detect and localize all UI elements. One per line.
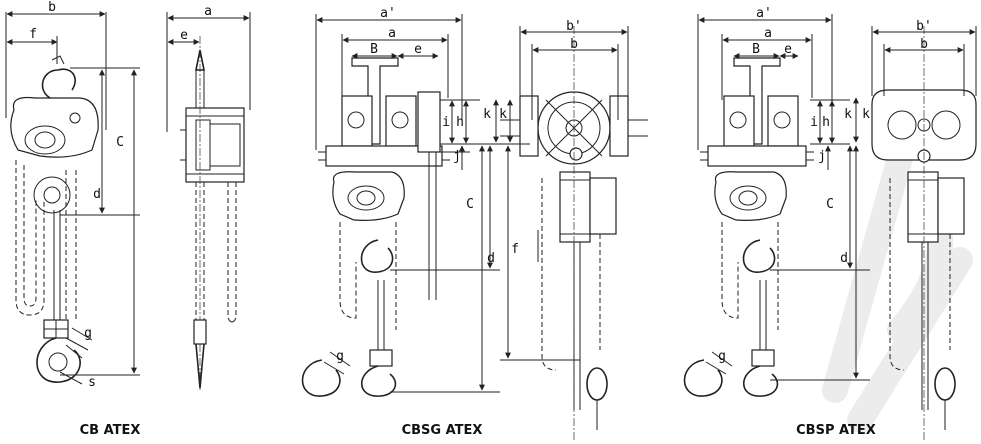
dim-label-d: d	[487, 251, 495, 266]
dim-label-h: h	[456, 115, 464, 130]
dim-label-b: b	[920, 37, 928, 52]
dim-label-s: s	[88, 375, 96, 390]
dim-label-g: g	[718, 349, 726, 364]
cb-atex-labels: b f a e C d g s CB ATEX	[29, 0, 212, 438]
dim-label-g: g	[84, 326, 92, 341]
dim-label-g: g	[336, 349, 344, 364]
dim-label-h: h	[822, 115, 830, 130]
dim-label-j: j	[818, 149, 826, 164]
dim-label-a-prime: a'	[380, 6, 396, 21]
dim-label-j: j	[453, 149, 461, 164]
dim-label-b-prime: b'	[566, 19, 582, 34]
dim-label-b: b	[48, 0, 56, 15]
cb-atex-side-dimensions	[166, 12, 251, 132]
dim-label-a: a	[764, 26, 772, 41]
dim-label-i: i	[442, 115, 450, 130]
cbsp-atex-side-dimensions	[853, 26, 977, 143]
dim-label-a: a	[388, 26, 396, 41]
dim-label-f: f	[29, 27, 37, 42]
caption-cb-atex: CB ATEX	[80, 423, 141, 438]
dim-label-k-right: k	[499, 107, 507, 122]
cbsg-atex-side-view	[500, 26, 648, 440]
dim-label-a-prime: a'	[756, 6, 772, 21]
dim-label-b: b	[570, 37, 578, 52]
caption-cbsp-atex: CBSP ATEX	[796, 423, 876, 438]
dim-label-a: a	[204, 4, 212, 19]
dim-label-b-prime: b'	[916, 19, 932, 34]
cbsp-atex-side-view	[871, 26, 977, 440]
cb-atex-front-dimensions	[5, 11, 140, 385]
dim-label-d: d	[93, 187, 101, 202]
dim-label-e: e	[414, 42, 422, 57]
dim-label-c: C	[116, 135, 124, 150]
cbsg-atex-side-dimensions	[500, 26, 629, 361]
cbsp-atex-front-view	[683, 57, 814, 397]
dim-label-f: f	[511, 242, 519, 257]
cbsg-atex-front-view	[301, 57, 450, 397]
dim-label-c: C	[826, 197, 834, 212]
dim-label-b-upper: B	[752, 42, 760, 57]
dim-label-d: d	[840, 251, 848, 266]
cb-atex-front-view	[10, 55, 99, 383]
dim-label-e: e	[180, 28, 188, 43]
cbsg-atex-front-dimensions	[315, 14, 500, 393]
dim-label-i: i	[810, 115, 818, 130]
dim-label-e: e	[784, 42, 792, 57]
cbsp-atex-front-dimensions	[697, 14, 870, 381]
dim-label-k-side: k	[862, 107, 870, 122]
caption-cbsg-atex: CBSG ATEX	[402, 423, 483, 438]
dim-label-k-front: k	[844, 107, 852, 122]
dim-label-c: C	[466, 197, 474, 212]
cbsg-atex-labels: a' a B e i h k k j C d g b' b f CBSG ATE…	[336, 6, 582, 438]
dim-label-b-upper: B	[370, 42, 378, 57]
dim-label-k-left: k	[483, 107, 491, 122]
cb-atex-side-view	[180, 36, 245, 390]
cbsp-atex-labels: a' a B e i h k j C d g b' b k CBSP ATEX	[718, 6, 932, 438]
